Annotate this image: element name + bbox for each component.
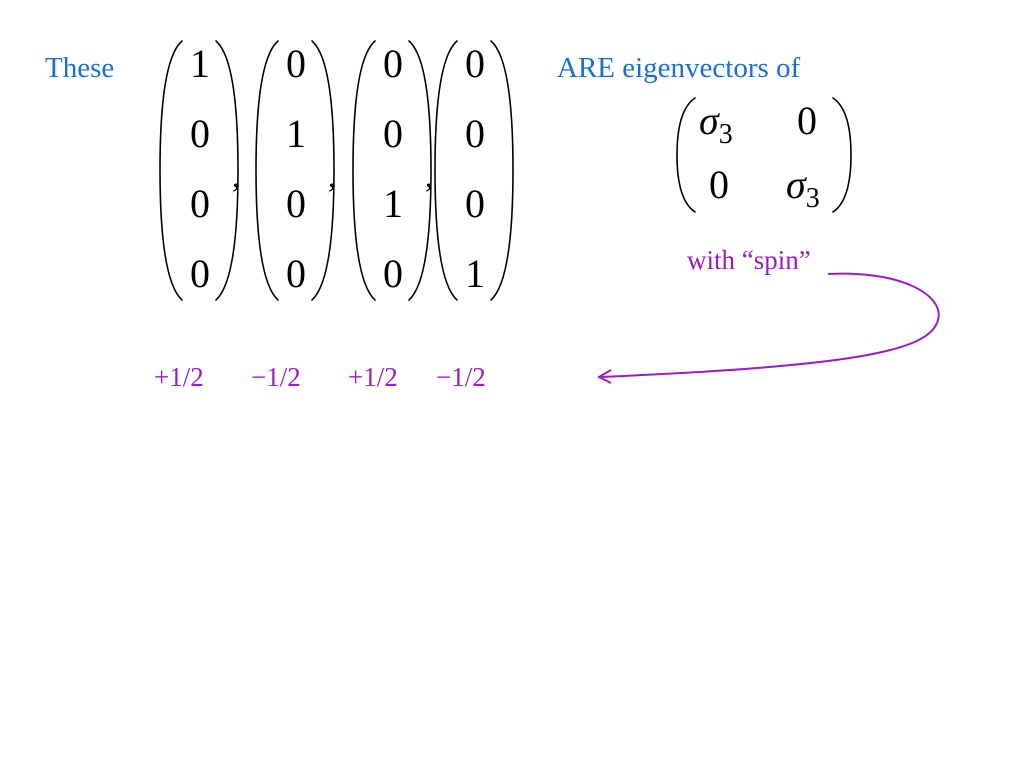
- vector-2-entry-4: 0: [286, 251, 306, 296]
- vector-4-entry-2: 0: [465, 111, 485, 156]
- spin-value-4: −1/2: [436, 362, 486, 392]
- vector-4-entry-3: 0: [465, 181, 485, 226]
- eigenvectors-of-label: ARE eigenvectors of: [557, 52, 801, 84]
- vector-3-entry-2: 0: [383, 111, 403, 156]
- vector-1-entry-4: 0: [190, 251, 210, 296]
- vector-3-entry-1: 0: [383, 41, 403, 86]
- vector-2-entry-1: 0: [286, 41, 306, 86]
- vector-2-entry-3: 0: [286, 181, 306, 226]
- vector-1-entry-1: 1: [190, 41, 210, 86]
- spin-arrow-head: [596, 369, 612, 384]
- vector-1-entry-3: 0: [190, 181, 210, 226]
- matrix-r1-c1: σ3: [699, 98, 733, 151]
- matrix-left-paren: [676, 97, 696, 213]
- vector-3-entry-3: 1: [383, 181, 403, 226]
- spin-value-2: −1/2: [251, 362, 301, 392]
- vector-2-right-paren: [311, 40, 335, 301]
- comma-1: ,: [232, 158, 240, 194]
- vector-4-entry-4: 1: [465, 251, 485, 296]
- matrix-right-paren: [832, 97, 852, 213]
- vector-2-entry-2: 1: [286, 111, 306, 156]
- comma-2: ,: [328, 158, 336, 194]
- these-label: These: [45, 52, 115, 84]
- spin-arrow: [599, 272, 940, 378]
- vector-1-left-paren: [159, 40, 183, 301]
- vector-3-entry-4: 0: [383, 251, 403, 296]
- spin-note: with “spin”: [687, 245, 811, 275]
- vector-4-entry-1: 0: [465, 41, 485, 86]
- comma-3: ,: [425, 158, 433, 194]
- vector-3-right-paren: [408, 40, 432, 301]
- spin-value-3: +1/2: [348, 362, 398, 392]
- matrix-r2-c1: 0: [709, 162, 729, 207]
- vector-2-left-paren: [255, 40, 279, 301]
- spin-value-1: +1/2: [154, 362, 204, 392]
- vector-3-left-paren: [352, 40, 376, 301]
- vector-1-right-paren: [215, 40, 239, 301]
- vector-4-left-paren: [434, 40, 458, 301]
- vector-4-right-paren: [490, 40, 514, 301]
- vector-1-entry-2: 0: [190, 111, 210, 156]
- matrix-r1-c2: 0: [797, 98, 817, 143]
- matrix-r2-c2: σ3: [786, 162, 820, 215]
